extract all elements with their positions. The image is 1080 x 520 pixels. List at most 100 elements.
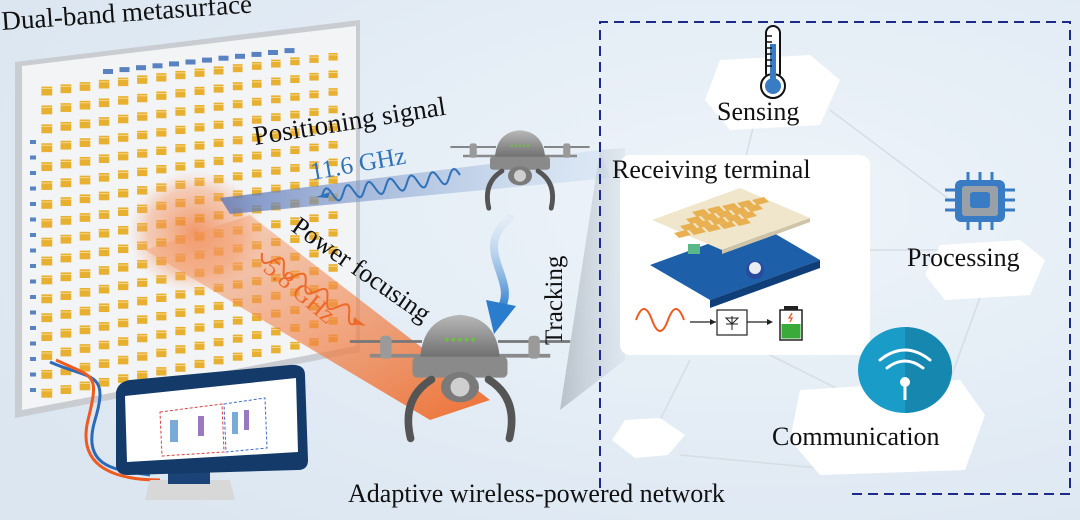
processing-label: Processing: [907, 243, 1020, 272]
metasurface-cell: [251, 187, 262, 196]
high-band-cell: [30, 155, 36, 160]
metasurface-cell: [156, 164, 167, 174]
metasurface-cell: [79, 138, 91, 147]
metasurface-cell: [175, 162, 186, 171]
metasurface-cell: [232, 172, 243, 181]
metasurface-cell: [194, 68, 205, 77]
metasurface-cell: [98, 377, 110, 387]
metasurface-cell: [98, 322, 110, 331]
antenna-patch: [686, 216, 703, 224]
metasurface-cell: [232, 352, 243, 361]
metasurface-cell: [309, 179, 319, 187]
high-band-cell: [251, 51, 262, 57]
tracking-path: [489, 214, 514, 314]
metasurface-cell: [156, 146, 167, 155]
metasurface-cell: [156, 367, 167, 376]
metasurface-cell: [213, 356, 224, 365]
high-band-cell: [30, 233, 36, 237]
metasurface-cell: [194, 159, 205, 168]
metasurface-cell: [41, 388, 53, 398]
metasurface-cell: [213, 338, 224, 347]
metasurface-cell: [41, 351, 53, 360]
metasurface-cell: [117, 188, 129, 198]
metasurface-cell: [251, 79, 262, 88]
metasurface-cell: [41, 181, 53, 190]
metasurface-cell: [79, 82, 91, 91]
metasurface-cell: [213, 156, 224, 166]
metasurface-cell: [175, 290, 186, 299]
high-band-cell: [169, 61, 179, 67]
metasurface-cell: [290, 217, 300, 226]
metasurface-cell: [117, 300, 129, 309]
metasurface-cell: [137, 315, 148, 324]
high-band-cell: [185, 59, 196, 65]
high-band-cell: [30, 310, 36, 315]
metasurface-cell: [194, 86, 205, 96]
metasurface-cell: [290, 341, 300, 350]
metasurface-cell: [232, 136, 243, 145]
metasurface-cell: [309, 143, 319, 152]
high-band-cell: [30, 140, 36, 144]
metasurface-cell: [60, 121, 72, 131]
metasurface-cell: [290, 110, 300, 119]
antenna-patch: [725, 214, 742, 222]
thermometer-icon: [760, 25, 786, 99]
power-beam: [145, 215, 490, 420]
metasurface-cell: [309, 72, 319, 81]
metasurface-cell: [60, 234, 72, 244]
high-band-cell: [30, 217, 36, 222]
metasurface-cell: [41, 162, 53, 172]
receiving-terminal-panel: [620, 155, 870, 355]
metasurface-cell: [309, 90, 319, 99]
metasurface-cell: [41, 256, 53, 266]
metasurface-cell: [271, 77, 281, 86]
metasurface-cell: [290, 92, 300, 101]
metasurface-cell: [60, 309, 72, 319]
antenna-patch: [695, 220, 712, 228]
metasurface-cell: [98, 135, 110, 145]
metasurface-cell: [271, 148, 281, 157]
metasurface-cell: [232, 334, 243, 343]
communication-label: Communication: [772, 422, 940, 451]
metasurface-cell: [41, 313, 53, 323]
metasurface-cell: [41, 332, 53, 342]
high-band-cell: [30, 372, 36, 377]
metasurface-cell: [251, 151, 262, 160]
high-band-cell: [30, 248, 36, 253]
tracking-arrow-icon: [486, 300, 516, 334]
network-label: Adaptive wireless-powered network: [348, 479, 725, 508]
metasurface-cell: [79, 100, 91, 110]
high-band-cell: [30, 171, 36, 175]
metasurface-cell: [98, 303, 110, 313]
metasurface-cell: [175, 326, 186, 336]
drone-top-icon: [450, 130, 590, 211]
high-band-cell: [30, 341, 36, 346]
antenna-patches: [674, 197, 769, 238]
monitor-icon: [49, 358, 308, 500]
metasurface-cell: [60, 197, 72, 206]
receiving-terminal-label: Receiving terminal: [612, 155, 811, 184]
drone-bottom-icon: [349, 314, 571, 443]
metasurface-cell: [60, 291, 72, 300]
metasurface-cell: [156, 330, 167, 339]
metasurface-cell: [117, 114, 129, 124]
metasurface-cell: [328, 88, 338, 96]
metasurface-cell: [251, 97, 262, 106]
metasurface-cell: [98, 284, 110, 294]
metasurface-cell: [290, 75, 300, 83]
metasurface-cell: [271, 113, 281, 122]
metasurface-cell: [232, 64, 243, 73]
metasurface-cell: [232, 154, 243, 163]
antenna-patch: [719, 221, 736, 229]
metasurface-cell: [271, 220, 281, 229]
metasurface-cell: [41, 86, 53, 96]
metasurface-cell: [98, 173, 110, 182]
high-band-cell: [30, 202, 36, 206]
metasurface-cell: [290, 128, 300, 137]
projection-wedge: [560, 148, 625, 410]
network-frame: [599, 21, 1071, 495]
metasurface-cell: [328, 158, 338, 167]
metasurface-cell: [137, 186, 148, 195]
power-wave: [260, 252, 361, 326]
metasurface-cell: [194, 323, 205, 332]
